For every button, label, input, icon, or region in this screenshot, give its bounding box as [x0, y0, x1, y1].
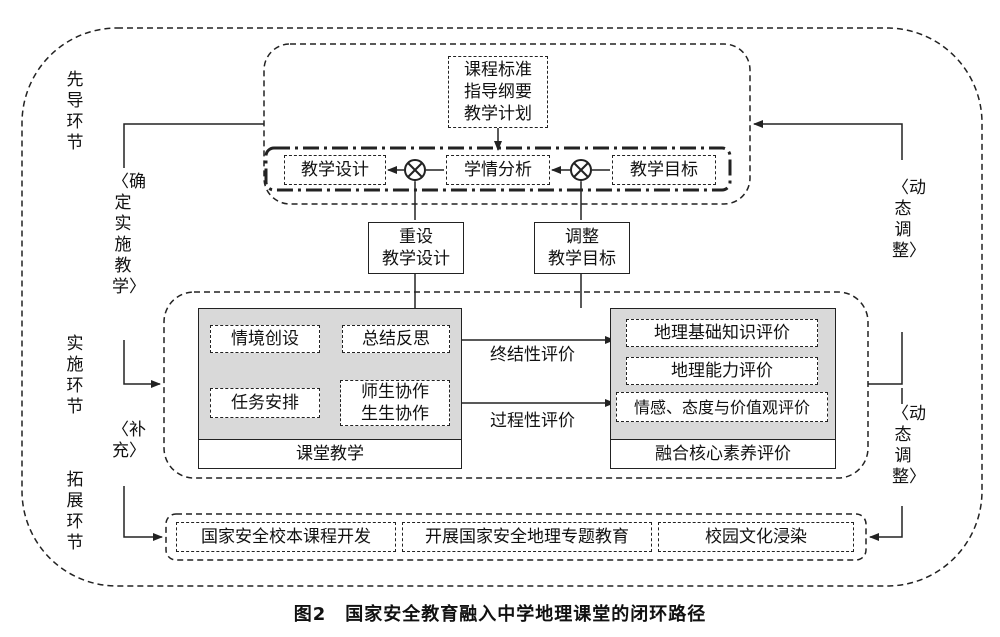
label-supplement: 〈补充〉 [112, 420, 146, 461]
reset-line-2: 教学设计 [382, 249, 450, 269]
summary-label: 总结反思 [362, 329, 430, 349]
bottom-item-1-label: 国家安全校本课程开发 [201, 527, 371, 547]
situation-label: 情境创设 [231, 329, 299, 349]
outer-frame [21, 27, 983, 587]
label-implement: 实施环节 [66, 334, 84, 417]
standards-line-2: 指导纲要 [464, 82, 532, 102]
eval-ability-box: 地理能力评价 [626, 357, 818, 385]
collab-line-1: 师生协作 [361, 382, 429, 402]
reset-box: 重设 教学设计 [368, 222, 464, 274]
collab-line-2: 生生协作 [361, 404, 429, 424]
extend-region [165, 513, 867, 561]
bottom-item-2: 开展国家安全地理专题教育 [402, 522, 652, 552]
eval-ability-label: 地理能力评价 [671, 361, 773, 381]
process-label: 过程性评价 [490, 411, 575, 431]
figure-caption: 图2 国家安全教育融入中学地理课堂的闭环路径 [293, 604, 707, 625]
analysis-box: 学情分析 [446, 155, 550, 185]
operator-right [570, 159, 592, 181]
label-dynamic-bottom: 〈动态调整〉 [892, 404, 926, 487]
label-dynamic-top: 〈动态调整〉 [892, 178, 926, 261]
eval-knowledge-label: 地理基础知识评价 [654, 323, 790, 343]
standards-line-3: 教学计划 [464, 104, 532, 124]
standards-line-1: 课程标准 [464, 60, 532, 80]
adjust-line-2: 教学目标 [548, 249, 616, 269]
operator-left [404, 159, 426, 181]
adjust-box: 调整 教学目标 [534, 222, 630, 274]
classroom-title-box: 课堂教学 [198, 439, 462, 469]
label-lead: 先导环节 [66, 70, 84, 153]
bottom-item-2-label: 开展国家安全地理专题教育 [425, 527, 629, 547]
eval-attitude-box: 情感、态度与价值观评价 [616, 392, 828, 422]
implement-region [163, 291, 869, 479]
bottom-item-3: 校园文化浸染 [658, 522, 854, 552]
bottom-item-3-label: 校园文化浸染 [705, 527, 807, 547]
evaluation-title-box: 融合核心素养评价 [610, 439, 836, 469]
standards-box: 课程标准 指导纲要 教学计划 [448, 56, 548, 128]
summative-label: 终结性评价 [490, 345, 575, 365]
design-box: 教学设计 [284, 155, 386, 185]
analysis-label: 学情分析 [464, 160, 532, 180]
task-box: 任务安排 [210, 388, 320, 418]
label-extend: 拓展环节 [66, 470, 84, 553]
task-label: 任务安排 [231, 393, 299, 413]
goal-label: 教学目标 [630, 160, 698, 180]
goal-box: 教学目标 [612, 155, 716, 185]
collab-box: 师生协作 生生协作 [340, 380, 450, 426]
eval-attitude-label: 情感、态度与价值观评价 [633, 397, 810, 417]
reset-line-1: 重设 [399, 227, 433, 247]
evaluation-title: 融合核心素养评价 [655, 444, 791, 464]
eval-knowledge-box: 地理基础知识评价 [626, 319, 818, 347]
bottom-item-1: 国家安全校本课程开发 [176, 522, 396, 552]
label-confirm: 〈确定实施教学〉 [112, 172, 146, 297]
design-label: 教学设计 [301, 160, 369, 180]
adjust-line-1: 调整 [565, 227, 599, 247]
situation-box: 情境创设 [210, 325, 320, 353]
summary-box: 总结反思 [342, 325, 450, 353]
classroom-title: 课堂教学 [296, 444, 364, 464]
